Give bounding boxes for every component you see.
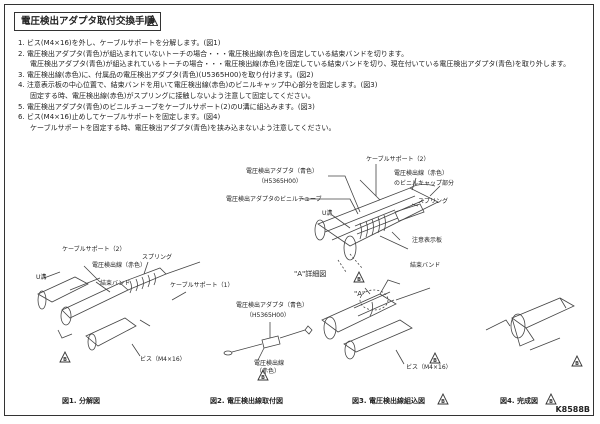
- fig2-revision-triangle-icon: [257, 368, 269, 381]
- fig2-drawing: [223, 322, 313, 361]
- revision-triangle-icon: B: [147, 15, 158, 26]
- detail-warning-plate-label: 注意表示板: [412, 237, 443, 244]
- fig1-cable-support-1-label: ケーブルサポート（1）: [170, 282, 234, 289]
- fig1-cable-support-2-label: ケーブルサポート（2）: [62, 246, 126, 253]
- fig4-caption-triangle-icon: [545, 392, 557, 405]
- fig4-revision-triangle-icon: [571, 354, 583, 367]
- document-code: K8588B: [555, 405, 590, 414]
- fig1-caption: 図1. 分解図: [62, 397, 100, 405]
- detail-band-label: 結束バンド: [410, 262, 441, 269]
- fig4-caption: 図4. 完成図: [500, 397, 538, 405]
- step-2: 2. 電圧検出アダプタ(青色)が組込まれていないトーチの場合・・・電圧検出線(赤…: [18, 49, 409, 58]
- step-5: 5. 電圧検出アダプタ(青色)のビニルチューブをケーブルサポート(2)のU溝に組…: [18, 102, 315, 111]
- step-1: 1. ビス(M4×16)を外し、ケーブルサポートを分解します。(図1): [18, 39, 221, 47]
- detail-adapter-label: 電圧検出アダプタ（青色）: [246, 168, 319, 175]
- fig3-caption-triangle-icon: [437, 392, 449, 405]
- detail-vinyl-tube-label: 電圧検出アダプタのビニルチューブ: [226, 196, 322, 203]
- svg-text:B: B: [63, 357, 67, 363]
- fig3-caption: 図3. 電圧検出線組込図: [352, 397, 425, 405]
- svg-text:B: B: [261, 375, 265, 381]
- fig2-caption: 図2. 電圧検出線取付図: [210, 397, 283, 405]
- svg-text:B: B: [357, 277, 361, 283]
- svg-text:B: B: [549, 399, 553, 405]
- step-6-continued: ケーブルサポートを固定する時、電圧検出アダプタ(青色)を挟み込まないよう注意して…: [30, 123, 336, 132]
- document-title: 電圧検出アダプタ取付交換手順: [14, 12, 162, 31]
- fig4-drawing: [485, 297, 575, 351]
- fig2-red-wire-label-2: （赤色）: [256, 368, 281, 375]
- document-frame: [4, 4, 594, 416]
- fig2-adapter-label: 電圧検出アダプタ（青色）: [236, 302, 309, 309]
- step-2-continued: 電圧検出アダプタ(青色)が組込まれているトーチの場合・・・電圧検出線(赤色)を固…: [30, 60, 571, 69]
- detail-adapter-part-label: （H5365H00）: [258, 178, 302, 185]
- fig1-drawing: [37, 261, 201, 357]
- fig3-drawing: [321, 279, 431, 365]
- step-4-continued: 固定する時、電圧検出線(赤色)がスプリングに接触しないよう注意して固定してくださ…: [30, 91, 315, 100]
- instruction-steps: 1. ビス(M4×16)を外し、ケーブルサポートを分解します。(図1) 2. 電…: [18, 38, 594, 133]
- detail-u-groove-label: U溝: [322, 210, 333, 217]
- step-4: 4. 注意表示板の中心位置で、結束バンドを用いて電圧検出線(赤色)のビニルキャッ…: [18, 81, 378, 90]
- step-3: 3. 電圧検出線(赤色)に、付属品の電圧検出アダプタ(青色)(U5365H00)…: [18, 70, 314, 79]
- detail-a-title: "A"詳細図: [294, 270, 327, 278]
- svg-text:B: B: [575, 361, 579, 367]
- fig1-red-wire-label: 電圧検出線（赤色）: [92, 262, 147, 269]
- detail-a-drawing: [314, 177, 441, 273]
- fig1-u-groove-label: U溝: [36, 274, 47, 281]
- svg-text:B: B: [441, 399, 445, 405]
- fig1-band-label: 結束バンド: [100, 280, 131, 287]
- fig3-a-mark: "A": [354, 290, 366, 298]
- fig1-revision-triangle-icon: [59, 350, 71, 363]
- fig2-red-wire-label-1: 電圧検出線: [254, 360, 285, 367]
- fig3-revision-triangle-icon: [429, 351, 441, 364]
- detail-cable-support-2-label: ケーブルサポート（2）: [366, 156, 430, 163]
- fig1-screw-label: ビス（M4×16）: [140, 356, 186, 363]
- detail-vinyl-cap-label: のビニルキャップ部分: [394, 180, 455, 187]
- step-6: 6. ビス(M4×16)止めしてケーブルサポートを固定します。(図4): [18, 113, 221, 122]
- svg-text:B: B: [433, 358, 437, 364]
- fig2-adapter-part-label: （H5365H00）: [246, 312, 290, 319]
- detail-red-wire-label: 電圧検出線（赤色）: [394, 170, 449, 177]
- fig3-top-triangle-icon: [353, 270, 365, 283]
- detail-spring-label: スプリング: [418, 198, 449, 205]
- fig1-spring-label: スプリング: [142, 254, 173, 261]
- fig3-screw-label: ビス（M4×16）: [406, 364, 452, 371]
